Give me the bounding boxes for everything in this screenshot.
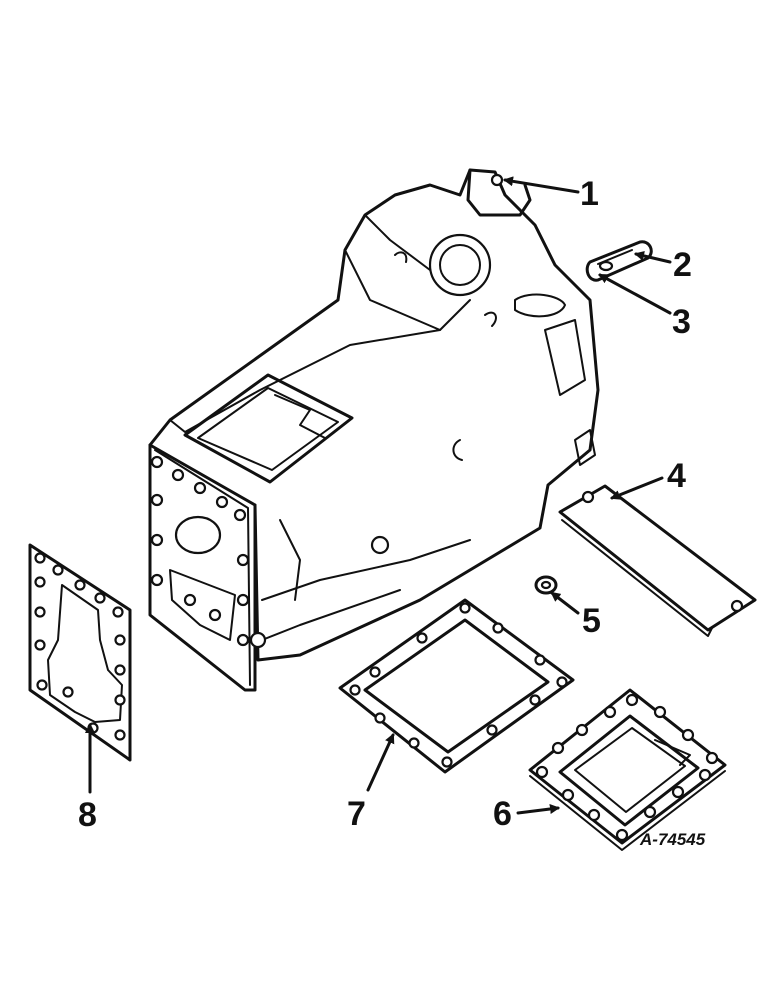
callout-labels: 1 2 3 4 5 6 7 8 [78,175,692,834]
leader-arrow-4 [610,476,664,500]
callout-5: 5 [582,602,601,640]
leader-arrows [85,176,672,815]
part-5-plug [534,575,558,595]
callout-6: 6 [493,795,512,833]
leader-arrow-1 [503,176,580,194]
callout-7: 7 [347,795,366,833]
callout-8: 8 [78,796,97,834]
leader-arrow-7 [366,733,395,792]
part-6-cover-plate [528,688,727,851]
leader-arrow-3 [598,273,672,315]
part-8-gasket [28,543,132,762]
callout-1: 1 [580,175,599,213]
part-2-3-plate [585,240,653,282]
part-4-cover [558,484,757,637]
callout-4: 4 [667,457,686,495]
callout-2: 2 [673,246,692,284]
leader-arrow-6 [516,804,560,815]
part-7-gasket [338,598,575,774]
reference-code: A-74545 [639,830,706,849]
leader-arrow-2 [634,250,672,264]
leader-arrow-5 [550,591,580,615]
callout-3: 3 [672,303,691,341]
transmission-case [148,168,600,692]
